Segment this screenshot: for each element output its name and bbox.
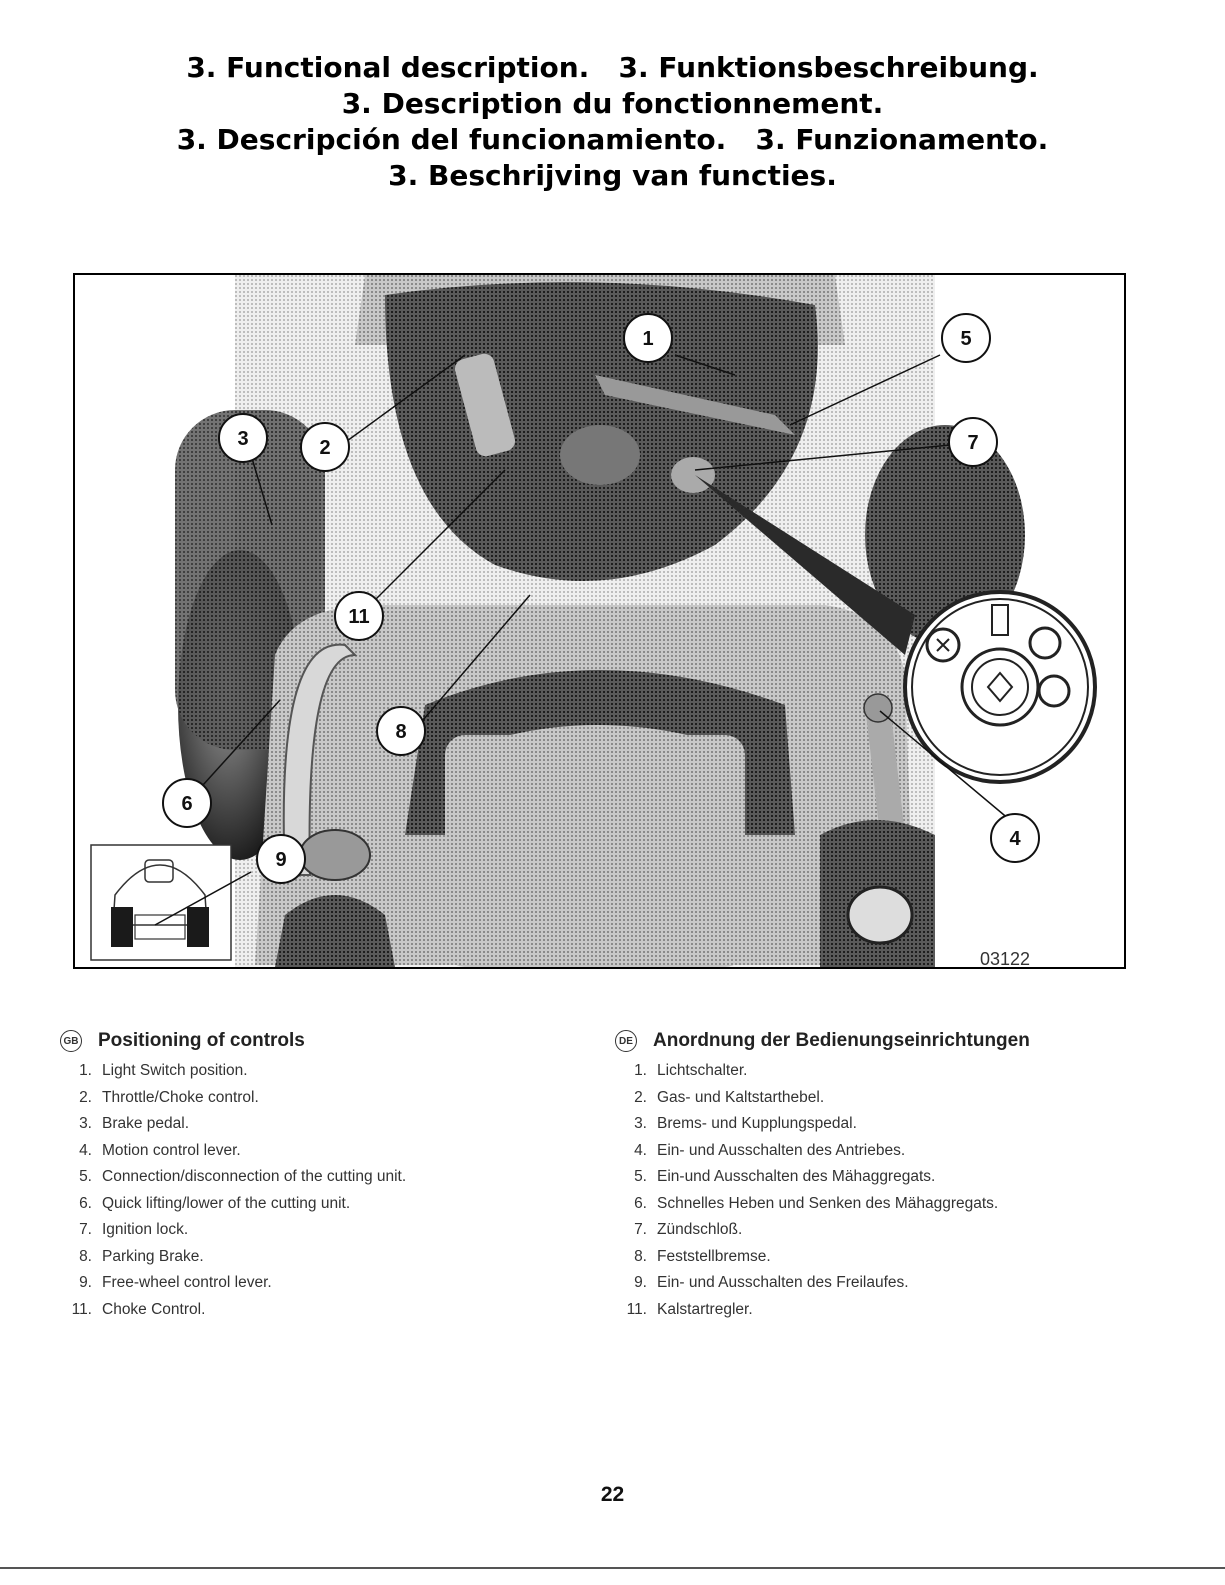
list-item: 3.Brake pedal. (79, 1115, 190, 1132)
list-item: 2.Throttle/Choke control. (79, 1088, 259, 1106)
ignition-key-detail (903, 590, 1097, 784)
controls-list-gb: 1.Light Switch position. 2.Throttle/Chok… (60, 1058, 600, 1323)
seat (445, 735, 745, 967)
title-line: 3. Description du fonctionnement. (341, 87, 884, 120)
tractor-thumbnail (90, 844, 232, 961)
title-line: 3. Functional description. 3. Funktionsb… (186, 51, 1039, 84)
page-titles: 3. Functional description. 3. Funktionsb… (0, 50, 1225, 194)
bottom-rule (0, 1567, 1225, 1569)
svg-text:6: 6 (181, 793, 192, 815)
callout-6: 6 (162, 778, 212, 828)
list-item: 7.Ignition lock. (79, 1221, 189, 1238)
svg-text:11: 11 (348, 606, 369, 628)
callout-1: 1 (623, 313, 673, 363)
section-gb: GB Positioning of controls 1.Light Switc… (60, 1028, 600, 1323)
callout-8: 8 (376, 706, 426, 756)
figure-code: 03122 (980, 949, 1030, 967)
stop-symbol (925, 627, 961, 663)
svg-text:7: 7 (967, 432, 978, 454)
title-line: 3. Beschrijving van functies. (388, 159, 837, 192)
svg-text:2: 2 (319, 437, 330, 459)
callout-4: 4 (990, 813, 1040, 863)
callout-9: 9 (256, 834, 306, 884)
list-item: 11.Choke Control. (71, 1300, 206, 1318)
list-item: 4.Ein- und Ausschalten des Antriebes. (634, 1141, 906, 1159)
section-title: Positioning of controls (98, 1030, 305, 1051)
callout-3: 3 (218, 413, 268, 463)
language-badge-de: DE (615, 1030, 637, 1052)
list-item: 8.Parking Brake. (79, 1247, 204, 1265)
callout-11: 11 (334, 591, 384, 641)
svg-text:3: 3 (237, 428, 248, 450)
seat-front (405, 670, 795, 835)
svg-text:9: 9 (275, 849, 286, 871)
list-item: 4.Motion control lever. (79, 1141, 241, 1159)
controls-list-de: 1.Lichtschalter. 2.Gas- und Kaltstartheb… (615, 1058, 1175, 1323)
list-item: 1.Light Switch position. (79, 1062, 248, 1079)
list-item: 9.Ein- und Ausschalten des Freilaufes. (634, 1274, 909, 1291)
language-badge-gb: GB (60, 1030, 82, 1052)
title-line: 3. Descripción del funcionamiento. 3. Fu… (176, 123, 1049, 156)
list-item: 5.Connection/disconnection of the cuttin… (79, 1168, 407, 1185)
list-item: 2.Gas- und Kaltstarthebel. (634, 1088, 825, 1106)
svg-text:5: 5 (960, 328, 971, 350)
leader-lines (154, 354, 1011, 926)
section-title: Anordnung der Bedienungseinrichtungen (653, 1030, 1030, 1051)
callout-7: 7 (948, 417, 998, 467)
list-item: 3.Brems- und Kupplungspedal. (634, 1115, 857, 1132)
callout-5: 5 (941, 313, 991, 363)
light-symbol (991, 604, 1009, 636)
list-item: 6.Quick lifting/lower of the cutting uni… (79, 1194, 351, 1212)
right-tire (865, 425, 1025, 645)
list-item: 11.Kalstartregler. (626, 1300, 753, 1318)
page-number: 22 (600, 1483, 625, 1506)
start-symbol (1037, 674, 1071, 708)
svg-text:1: 1 (642, 328, 653, 350)
svg-text:8: 8 (395, 721, 406, 743)
list-item: 6.Schnelles Heben und Senken des Mähaggr… (634, 1194, 999, 1212)
svg-text:4: 4 (1009, 828, 1021, 850)
list-item: 7.Zündschloß. (634, 1221, 743, 1238)
list-item: 1.Lichtschalter. (634, 1062, 748, 1079)
section-de: DE Anordnung der Bedienungseinrichtungen… (615, 1028, 1175, 1323)
list-item: 8.Feststellbremse. (634, 1247, 771, 1265)
run-symbol (1028, 626, 1062, 660)
list-item: 9.Free-wheel control lever. (79, 1274, 272, 1291)
controls-figure: 1 2 3 4 5 6 7 8 (73, 273, 1126, 969)
callout-2: 2 (300, 422, 350, 472)
tractor-controls-illustration: 1 2 3 4 5 6 7 8 (75, 275, 1124, 967)
list-item: 5.Ein-und Ausschalten des Mähaggregats. (634, 1168, 936, 1185)
